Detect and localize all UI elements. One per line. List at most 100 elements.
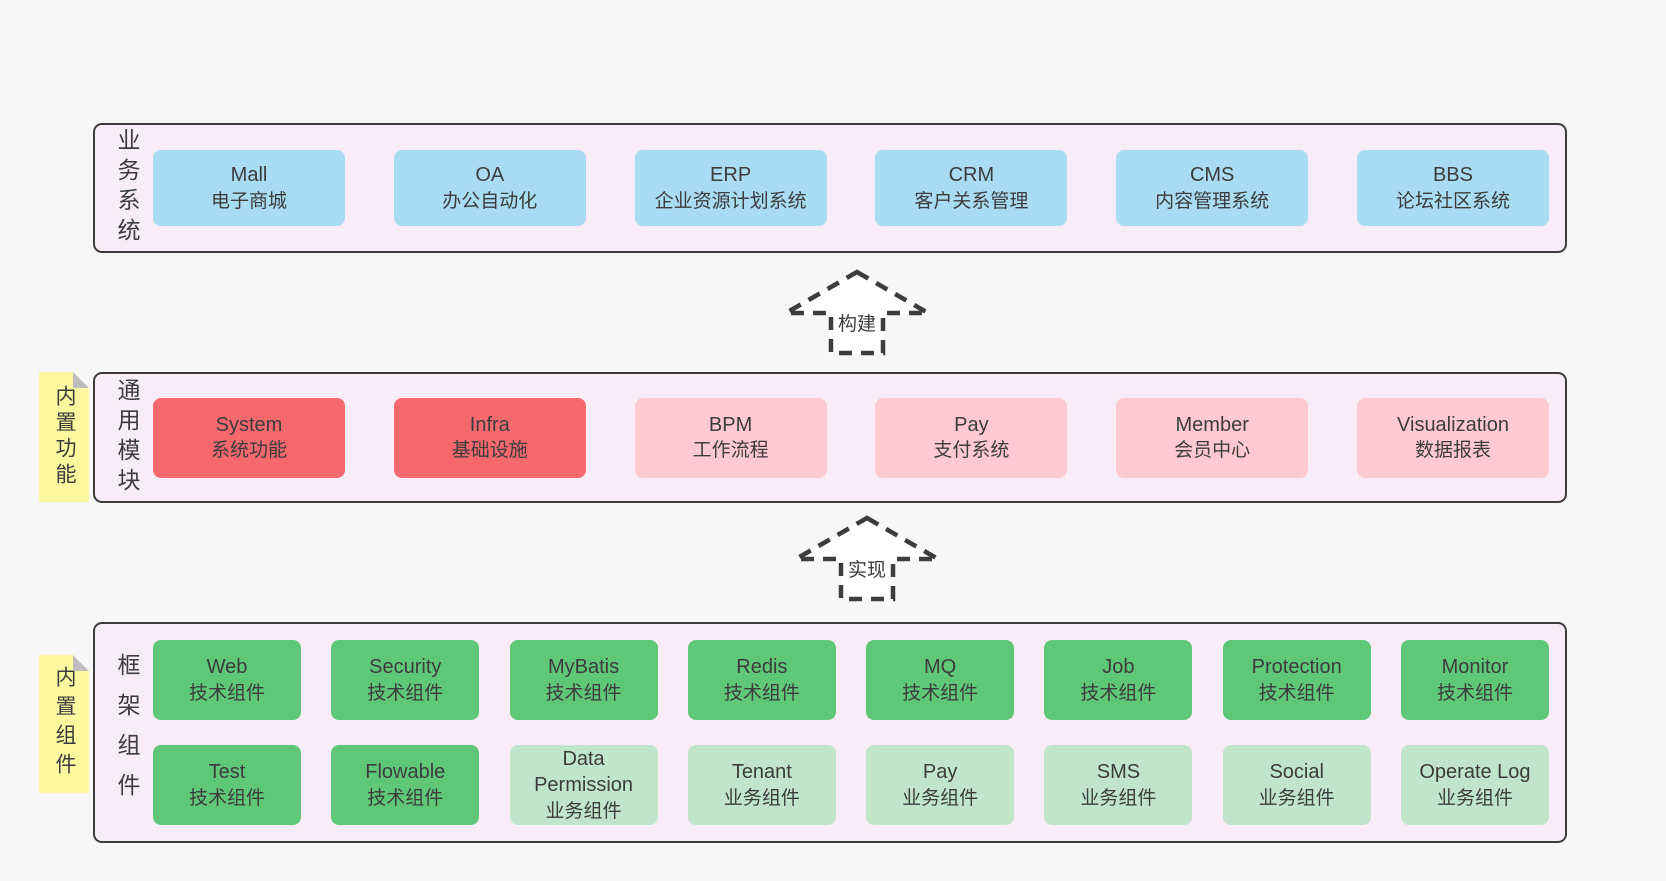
framework-components-row-2: Test 技术组件 Flowable 技术组件 Data Permission … xyxy=(153,745,1549,825)
box-title: Operate Log xyxy=(1419,761,1531,784)
box-mq: MQ 技术组件 xyxy=(866,640,1015,720)
box-social: Social 业务组件 xyxy=(1222,745,1371,825)
box-bbs: BBS 论坛社区系统 xyxy=(1356,150,1549,226)
box-redis: Redis 技术组件 xyxy=(687,640,836,720)
box-title: MyBatis xyxy=(548,656,620,679)
box-subtitle: 技术组件 xyxy=(188,787,265,809)
box-flowable: Flowable 技术组件 xyxy=(331,745,480,825)
box-title: Protection xyxy=(1251,656,1342,679)
box-subtitle: 工作流程 xyxy=(692,440,769,462)
box-title: Infra xyxy=(469,413,510,436)
arrow-implement: 实现 xyxy=(792,512,942,604)
box-sms: SMS 业务组件 xyxy=(1044,745,1193,825)
box-subtitle: 数据报表 xyxy=(1414,440,1491,462)
box-title: Data Permission xyxy=(534,748,634,797)
box-pay-component: Pay 业务组件 xyxy=(866,745,1015,825)
box-subtitle: 办公自动化 xyxy=(442,190,538,212)
box-subtitle: 内容管理系统 xyxy=(1155,190,1270,212)
box-monitor: Monitor 技术组件 xyxy=(1400,640,1549,720)
band-framework-components: 框架组件 Web 技术组件 Security 技术组件 MyBatis 技术组件… xyxy=(93,622,1567,843)
box-subtitle: 会员中心 xyxy=(1174,440,1251,462)
box-title: Mall xyxy=(230,164,268,187)
box-subtitle: 技术组件 xyxy=(367,787,444,809)
box-pay: Pay 支付系统 xyxy=(875,397,1068,478)
box-subtitle: 业务组件 xyxy=(1080,787,1157,809)
box-subtitle: 业务组件 xyxy=(545,800,622,822)
box-subtitle: 技术组件 xyxy=(1080,682,1157,704)
box-cms: CMS 内容管理系统 xyxy=(1116,150,1309,226)
box-bpm: BPM 工作流程 xyxy=(634,397,827,478)
arrow-implement-label: 实现 xyxy=(844,554,890,583)
sticky-note-built-in-components: 内置组件 xyxy=(39,655,89,793)
box-crm: CRM 客户关系管理 xyxy=(875,150,1068,226)
box-protection: Protection 技术组件 xyxy=(1222,640,1371,720)
box-subtitle: 支付系统 xyxy=(933,440,1010,462)
sticky-note-text: 内置组件 xyxy=(53,666,76,782)
box-subtitle: 技术组件 xyxy=(1258,682,1335,704)
box-title: System xyxy=(215,413,283,436)
box-subtitle: 技术组件 xyxy=(902,682,979,704)
box-subtitle: 技术组件 xyxy=(188,682,265,704)
box-oa: OA 办公自动化 xyxy=(393,150,586,226)
box-title: CRM xyxy=(948,164,995,187)
band-common-modules: 通用模块 System 系统功能 Infra 基础设施 BPM 工作流程 Pay… xyxy=(93,372,1567,503)
box-title: Member xyxy=(1175,413,1249,436)
box-title: Job xyxy=(1102,656,1135,679)
box-subtitle: 企业资源计划系统 xyxy=(654,190,807,212)
box-title: Monitor xyxy=(1441,656,1509,679)
business-systems-box-row: Mall 电子商城 OA 办公自动化 ERP 企业资源计划系统 CRM 客户关系… xyxy=(147,150,1565,226)
box-title: Visualization xyxy=(1397,413,1509,436)
box-subtitle: 业务组件 xyxy=(723,787,800,809)
band-label-framework-components: 框架组件 xyxy=(114,652,140,813)
arrow-build: 构建 xyxy=(782,266,932,358)
box-title: Social xyxy=(1269,761,1324,784)
box-title: Pay xyxy=(922,761,958,784)
box-test: Test 技术组件 xyxy=(153,745,301,825)
box-subtitle: 系统功能 xyxy=(210,440,287,462)
box-tenant: Tenant 业务组件 xyxy=(687,745,836,825)
box-title: Web xyxy=(206,656,248,679)
band-business-systems: 业务系统 Mall 电子商城 OA 办公自动化 ERP 企业资源计划系统 CRM… xyxy=(93,123,1567,253)
box-mybatis: MyBatis 技术组件 xyxy=(509,640,658,720)
box-title: Test xyxy=(208,761,246,784)
box-subtitle: 业务组件 xyxy=(1436,787,1513,809)
box-subtitle: 业务组件 xyxy=(902,787,979,809)
box-title: Flowable xyxy=(365,761,446,784)
box-web: Web 技术组件 xyxy=(153,640,301,720)
box-erp: ERP 企业资源计划系统 xyxy=(634,150,827,226)
box-title: CMS xyxy=(1189,164,1235,187)
box-member: Member 会员中心 xyxy=(1116,397,1309,478)
box-subtitle: 技术组件 xyxy=(1436,682,1513,704)
box-title: Pay xyxy=(954,413,989,436)
box-subtitle: 电子商城 xyxy=(210,190,287,212)
box-title: Redis xyxy=(736,656,788,679)
sticky-note-text: 内置功能 xyxy=(53,385,76,489)
box-subtitle: 技术组件 xyxy=(545,682,622,704)
box-infra: Infra 基础设施 xyxy=(393,397,586,478)
sticky-note-built-in-features: 内置功能 xyxy=(39,372,89,502)
framework-components-rows: Web 技术组件 Security 技术组件 MyBatis 技术组件 Redi… xyxy=(147,640,1565,825)
box-data-permission: Data Permission 业务组件 xyxy=(509,745,658,825)
box-subtitle: 技术组件 xyxy=(723,682,800,704)
arrow-build-label: 构建 xyxy=(834,308,880,337)
box-title: Tenant xyxy=(731,761,792,784)
box-subtitle: 论坛社区系统 xyxy=(1395,190,1510,212)
box-subtitle: 基础设施 xyxy=(451,440,528,462)
box-title: BBS xyxy=(1432,164,1473,187)
band-label-common-modules: 通用模块 xyxy=(114,377,140,498)
band-label-business-systems: 业务系统 xyxy=(114,128,140,248)
box-mall: Mall 电子商城 xyxy=(153,150,345,226)
box-security: Security 技术组件 xyxy=(331,640,480,720)
framework-components-row-1: Web 技术组件 Security 技术组件 MyBatis 技术组件 Redi… xyxy=(153,640,1549,720)
box-subtitle: 技术组件 xyxy=(367,682,444,704)
common-modules-box-row: System 系统功能 Infra 基础设施 BPM 工作流程 Pay 支付系统… xyxy=(147,397,1565,478)
box-title: Security xyxy=(369,656,442,679)
box-job: Job 技术组件 xyxy=(1044,640,1193,720)
box-visualization: Visualization 数据报表 xyxy=(1356,397,1549,478)
box-subtitle: 客户关系管理 xyxy=(914,190,1029,212)
box-operate-log: Operate Log 业务组件 xyxy=(1400,745,1549,825)
box-title: BPM xyxy=(708,413,753,436)
box-system: System 系统功能 xyxy=(153,397,345,478)
box-title: SMS xyxy=(1096,761,1141,784)
